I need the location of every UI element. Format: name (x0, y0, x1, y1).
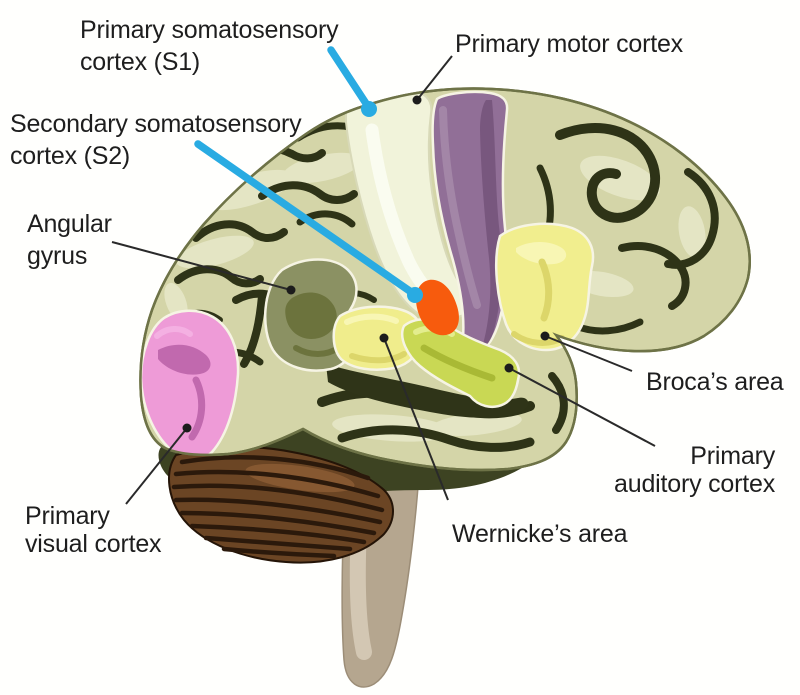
leader-line-angular (111, 241, 292, 291)
leader-line-s1 (327, 46, 373, 112)
pointer-dot-s2 (407, 287, 423, 303)
label-text: gyrus (27, 242, 88, 270)
blue-leader-lines (194, 46, 423, 303)
label-text: Secondary somatosensory (10, 110, 302, 138)
label-text: cortex (S1) (80, 48, 201, 76)
label-text: Primary (25, 502, 110, 530)
leader-line-auditory (508, 367, 656, 447)
label-text: Wernicke’s area (452, 520, 628, 548)
label-primary-somatosensory-cortex: Primary somatosensory cortex (S1) (80, 14, 339, 78)
pointer-dot-auditory (504, 363, 514, 373)
label-text: auditory cortex (614, 470, 775, 498)
label-primary-motor-cortex: Primary motor cortex (455, 28, 683, 60)
label-text: visual cortex (25, 530, 162, 558)
cerebrum-outline (139, 87, 751, 472)
leader-dots (182, 95, 550, 433)
leader-line-wernicke (383, 337, 449, 501)
region-primary-visual-cortex (140, 309, 240, 461)
leader-line-s2 (194, 140, 418, 298)
pointer-dot-wernicke (379, 333, 389, 343)
region-primary-auditory-cortex (401, 318, 521, 408)
pointer-dot-visual (182, 423, 192, 433)
region-broca-area (495, 222, 595, 352)
leader-line-visual (125, 427, 188, 505)
region-wernicke-area (332, 305, 423, 371)
cerebrum (139, 87, 751, 472)
cerebellum (168, 446, 394, 564)
leader-line-motor (416, 55, 453, 101)
pointer-dot-angular (286, 285, 296, 295)
leader-lines (111, 55, 656, 505)
pointer-dot-broca (540, 331, 550, 341)
label-text: cortex (S2) (10, 142, 131, 170)
label-text: Broca’s area (646, 368, 784, 396)
leader-line-broca (544, 335, 633, 372)
label-secondary-somatosensory-cortex: Secondary somatosensory cortex (S2) (10, 108, 302, 172)
cerebellum-folds (171, 455, 385, 559)
pointer-dot-motor (412, 95, 422, 105)
region-primary-motor-cortex (431, 90, 509, 354)
label-angular-gyrus: Angular gyrus (27, 208, 112, 272)
label-primary-visual-cortex: Primary visual cortex (25, 502, 162, 558)
label-text: Primary motor cortex (455, 30, 683, 58)
label-wernicke-area: Wernicke’s area (452, 518, 628, 550)
label-broca-area: Broca’s area (646, 366, 784, 398)
label-text: Primary (690, 442, 775, 470)
label-text: Primary somatosensory (80, 16, 339, 44)
region-secondary-somatosensory-cortex (416, 279, 459, 336)
pointer-dot-s1 (361, 101, 377, 117)
label-primary-auditory-cortex: Primary auditory cortex (590, 442, 775, 498)
label-text: Angular (27, 210, 112, 238)
